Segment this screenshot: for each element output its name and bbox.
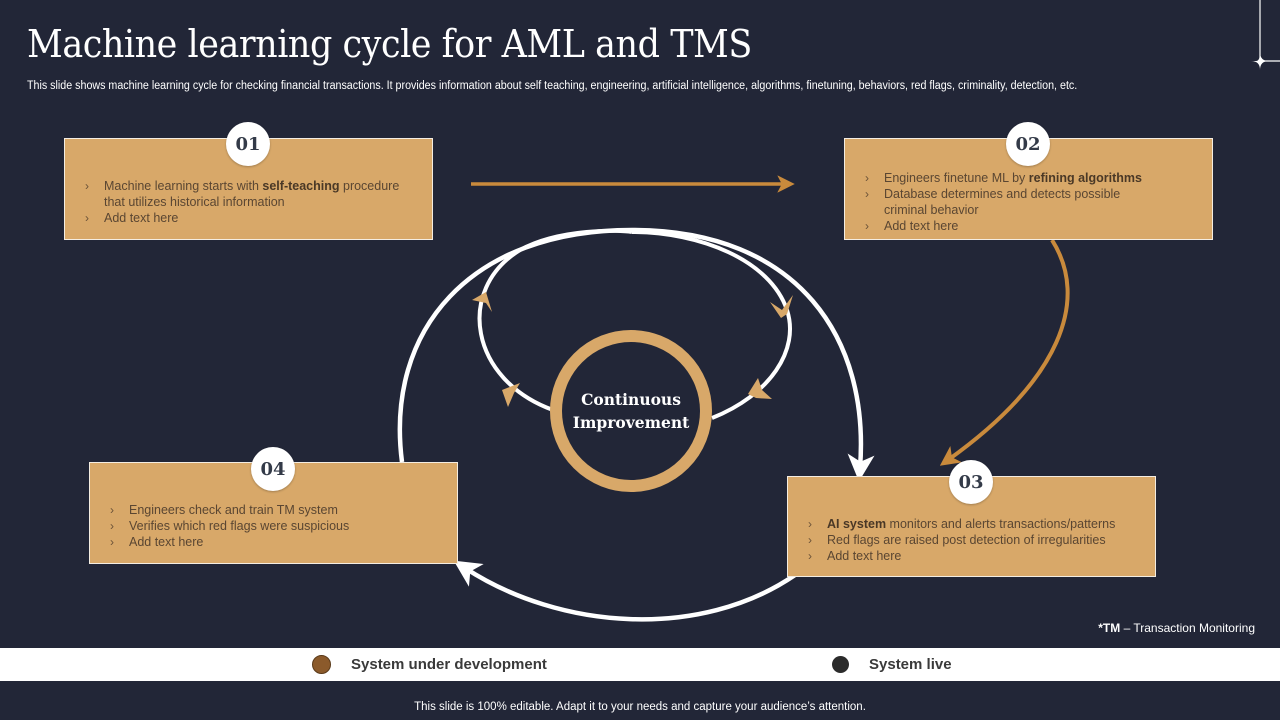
inner-loop-left: [477, 228, 633, 412]
chevron-down-right-lower-icon: [748, 378, 772, 399]
footnote-abbr: *TM: [1098, 621, 1121, 635]
sparkle-decoration-icon: [1251, 0, 1280, 70]
footnote: *TM – Transaction Monitoring: [1098, 621, 1255, 635]
legend-bar: System under development System live: [0, 648, 1280, 681]
step-03-bullets: AI system monitors and alerts transactio…: [808, 516, 1141, 564]
legend-dot-live-icon: [832, 656, 849, 673]
step-04-bullet: Add text here: [110, 534, 443, 550]
legend-label-live: System live: [869, 656, 952, 673]
step-01-bullet: Add text here: [85, 210, 418, 226]
step-03-bullet: AI system monitors and alerts transactio…: [808, 516, 1141, 532]
slide-subtitle: This slide shows machine learning cycle …: [27, 80, 1078, 92]
step-03-bullet: Red flags are raised post detection of i…: [808, 532, 1141, 548]
arrow-step3-to-step4: [453, 560, 797, 622]
step-02-bullets: Engineers finetune ML by refining algori…: [865, 170, 1198, 234]
chevron-up-left-upper-icon: [472, 292, 492, 312]
step-04-bullets: Engineers check and train TM system Veri…: [110, 502, 443, 550]
step-02-bullet: Add text here: [865, 218, 1198, 234]
step-02-bullet: Database determines and detects possible…: [865, 186, 1198, 218]
legend-item-development: System under development: [312, 648, 547, 681]
step-card-04: Engineers check and train TM system Veri…: [89, 462, 458, 564]
step-03-bullet: Add text here: [808, 548, 1141, 564]
legend-label-development: System under development: [351, 656, 547, 673]
center-label: Continuous Improvement: [553, 388, 709, 434]
step-badge-02: 02: [1006, 122, 1050, 166]
step-01-bullet: Machine learning starts with self-teachi…: [85, 178, 418, 210]
arrow-step2-to-step3: [939, 238, 1070, 466]
center-label-line2: Improvement: [572, 413, 690, 432]
step-card-01: Machine learning starts with self-teachi…: [64, 138, 433, 240]
bottom-note: This slide is 100% editable. Adapt it to…: [414, 701, 866, 713]
step-04-bullet: Verifies which red flags were suspicious: [110, 518, 443, 534]
step-badge-03: 03: [949, 460, 993, 504]
step-badge-01: 01: [226, 122, 270, 166]
step-04-bullet: Engineers check and train TM system: [110, 502, 443, 518]
step-badge-04: 04: [251, 447, 295, 491]
footnote-text: – Transaction Monitoring: [1120, 621, 1255, 635]
slide-title: Machine learning cycle for AML and TMS: [27, 22, 752, 66]
step-01-bullets: Machine learning starts with self-teachi…: [85, 178, 418, 226]
legend-item-live: System live: [832, 648, 952, 681]
legend-dot-development-icon: [312, 655, 331, 674]
chevron-up-left-lower-icon: [502, 383, 520, 407]
center-ring: [550, 330, 712, 492]
center-label-line1: Continuous: [581, 390, 681, 409]
chevron-down-right-upper-icon: [770, 295, 793, 318]
step-02-bullet: Engineers finetune ML by refining algori…: [865, 170, 1198, 186]
